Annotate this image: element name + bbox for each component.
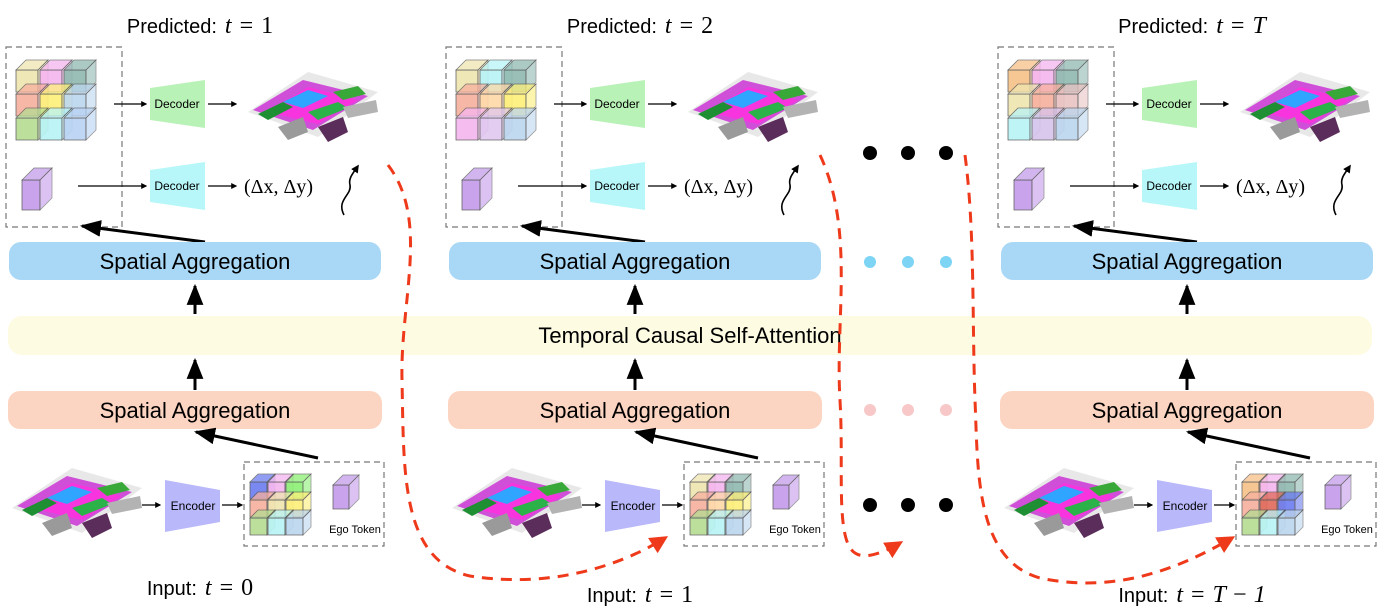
input-token-box	[243, 461, 385, 547]
spatial-aggregation-top-label: Spatial Aggregation	[100, 249, 291, 274]
arrow-to-output-box	[519, 220, 646, 244]
token-cube-icon	[285, 509, 312, 536]
occupancy-map-icon	[1240, 72, 1370, 142]
occupancy-map-icon	[452, 468, 582, 538]
ellipsis-top	[863, 146, 953, 160]
spatial-aggregation-top	[9, 242, 381, 280]
ego-token-cube-icon	[461, 167, 493, 211]
occ-decoder-block	[590, 80, 645, 128]
ego-decoder-block	[1142, 162, 1197, 210]
encoder-label: Encoder	[171, 499, 216, 513]
temporal-attention-band	[8, 316, 1372, 355]
occ-decoder-block	[1142, 80, 1197, 128]
input-token-box	[683, 461, 825, 547]
spatial-aggregation-top-label: Spatial Aggregation	[1092, 249, 1283, 274]
spatial-aggregation-top	[1001, 242, 1373, 280]
autoregressive-arrow-3	[963, 154, 1236, 585]
spatial-aggregation-bottom-label: Spatial Aggregation	[1092, 398, 1283, 423]
ego-token-label: Ego Token	[769, 524, 821, 536]
autoregressive-arrow-2	[818, 154, 904, 559]
occupancy-map-icon	[248, 72, 378, 142]
ego-token-cube-icon	[21, 167, 53, 211]
spatial-aggregation-bottom	[448, 391, 822, 429]
output-token-box	[997, 46, 1115, 228]
ego-curve-arrow	[341, 164, 359, 216]
arrow-input-to-spatial	[193, 427, 319, 460]
ellipsis-pink	[864, 404, 952, 416]
arrow-input-to-spatial	[633, 427, 759, 460]
occ-decoder-label: Decoder	[594, 97, 639, 111]
predicted-label: Predicted:t=2	[567, 13, 713, 39]
occupancy-map-icon	[12, 468, 142, 538]
ego-token-cube-icon	[332, 474, 360, 510]
spatial-aggregation-top	[449, 242, 821, 280]
token-cube-icon	[63, 107, 97, 141]
ego-token-label: Ego Token	[329, 524, 381, 536]
encoder-block	[605, 480, 660, 532]
input-label: Input:t=0	[147, 575, 253, 601]
input-label: Input:t=1	[587, 582, 693, 608]
ego-decoder-label: Decoder	[594, 179, 639, 193]
ego-decoder-label: Decoder	[1146, 179, 1191, 193]
ego-curve-arrow	[1333, 164, 1351, 216]
ellipsis-blue	[864, 256, 952, 268]
spatial-aggregation-bottom-label: Spatial Aggregation	[100, 398, 291, 423]
autoregressive-arrow-1	[386, 164, 669, 582]
ego-token-label: Ego Token	[1321, 524, 1373, 536]
ego-output-label: (Δx, Δy)	[684, 176, 753, 198]
input-label: Input:t=T − 1	[1118, 582, 1265, 608]
encoder-block	[165, 480, 220, 532]
ego-output-label: (Δx, Δy)	[244, 176, 313, 198]
spatial-aggregation-bottom-label: Spatial Aggregation	[540, 398, 731, 423]
token-cube-icon	[725, 509, 752, 536]
encoder-label: Encoder	[611, 499, 656, 513]
occupancy-map-icon	[1004, 468, 1134, 538]
ellipsis-bottom	[863, 498, 953, 512]
ego-curve-arrow	[781, 164, 799, 216]
ego-token-cube-icon	[772, 474, 800, 510]
predicted-label: Predicted:t=T	[1118, 13, 1267, 39]
encoder-label: Encoder	[1163, 499, 1208, 513]
occ-decoder-block	[150, 80, 205, 128]
temporal-attention-label: Temporal Causal Self-Attention	[538, 323, 841, 348]
input-token-box	[1235, 461, 1377, 547]
ego-output-label: (Δx, Δy)	[1236, 176, 1305, 198]
arrow-to-output-box	[1071, 220, 1198, 244]
spatial-aggregation-top-label: Spatial Aggregation	[540, 249, 731, 274]
output-token-box	[5, 46, 123, 228]
spatial-aggregation-bottom	[8, 391, 382, 429]
occupancy-map-icon	[688, 72, 818, 142]
encoder-block	[1157, 480, 1212, 532]
output-token-box	[445, 46, 563, 228]
token-cube-icon	[1055, 107, 1089, 141]
ego-decoder-block	[590, 162, 645, 210]
token-cube-icon	[1277, 509, 1304, 536]
token-cube-icon	[503, 107, 537, 141]
predicted-label: Predicted:t=1	[127, 13, 273, 39]
ego-token-cube-icon	[1324, 474, 1352, 510]
arrow-input-to-spatial	[1185, 427, 1311, 460]
arrow-to-output-box	[79, 220, 206, 244]
ego-token-cube-icon	[1013, 167, 1045, 211]
occ-decoder-label: Decoder	[1146, 97, 1191, 111]
spatial-aggregation-bottom	[1000, 391, 1374, 429]
occ-decoder-label: Decoder	[154, 97, 199, 111]
ego-decoder-block	[150, 162, 205, 210]
ego-decoder-label: Decoder	[154, 179, 199, 193]
